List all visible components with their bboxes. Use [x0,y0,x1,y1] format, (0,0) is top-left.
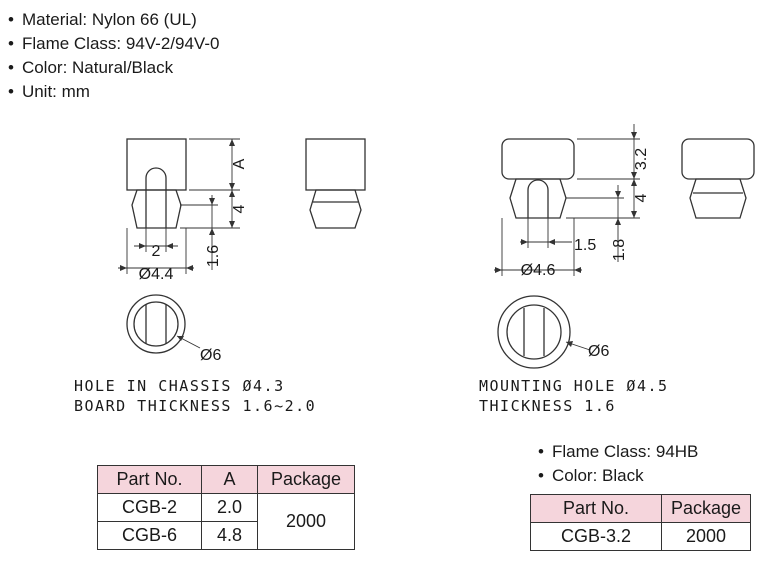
header-part-no: Part No. [97,465,202,494]
right-side-view [681,138,755,219]
table-row: CGB-2 2.0 2000 [97,493,355,550]
spec-color-right: Color: Black [538,464,698,488]
header-package: Package [257,465,355,494]
note-left-line1: HOLE IN CHASSIS Ø4.3 [74,377,285,395]
dim-dia-4-6-label: Ø4.6 [521,262,556,279]
dim-dia-4-4-label: Ø4.4 [139,266,174,283]
dim-dia-6-label-right: Ø6 [588,343,609,360]
cell-part-no: CGB-2 [97,493,202,522]
table-row: CGB-6 4.8 [97,521,355,550]
left-front-view [126,138,187,229]
note-left-line2: BOARD THICKNESS 1.6~2.0 [74,397,317,415]
spec-list-right: Flame Class: 94HB Color: Black [538,440,698,488]
note-right: MOUNTING HOLE Ø4.5 THICKNESS 1.6 [479,376,669,416]
spec-list: Material: Nylon 66 (UL) Flame Class: 94V… [8,8,219,104]
parts-table-left: Part No. A Package CGB-2 2.0 2000 CGB-6 … [97,465,355,550]
dim-1-8-label: 1.8 [611,239,628,261]
dimension-arrowheads [120,132,637,347]
header-package: Package [661,494,751,523]
dim-1-5-label: 1.5 [574,237,596,254]
cell-a: 4.8 [201,521,258,550]
dim-4-label: 4 [231,204,248,213]
spec-material: Material: Nylon 66 (UL) [8,8,219,32]
right-dimension-lines [494,124,640,276]
table-header-row: Part No. Package [530,494,751,523]
left-dimension-lines [118,138,240,274]
cell-package: 2000 [661,522,751,551]
parts-table-right: Part No. Package CGB-3.2 2000 [530,494,751,551]
dim-2-label: 2 [152,243,161,260]
cell-part-no: CGB-6 [97,521,202,550]
note-left: HOLE IN CHASSIS Ø4.3 BOARD THICKNESS 1.6… [74,376,316,416]
spec-flame-class: Flame Class: 94V-2/94V-0 [8,32,219,56]
left-side-view [305,138,366,229]
cell-a: 2.0 [201,493,258,522]
right-front-view [501,138,575,219]
spec-color: Color: Natural/Black [8,56,219,80]
dim-dia-6-label-left: Ø6 [200,347,221,364]
dim-a-label: A [231,158,248,169]
header-a: A [201,465,258,494]
cell-part-no: CGB-3.2 [530,522,662,551]
note-right-line2: THICKNESS 1.6 [479,397,616,415]
right-bottom-view [497,295,591,369]
dim-4-label-right: 4 [633,193,650,202]
spec-flame-class-right: Flame Class: 94HB [538,440,698,464]
dim-1-6-label: 1.6 [205,245,222,267]
table-row: CGB-3.2 2000 [530,522,751,551]
note-right-line1: MOUNTING HOLE Ø4.5 [479,377,669,395]
header-part-no: Part No. [530,494,662,523]
cell-package: 2000 [257,493,355,550]
table-header-row: Part No. A Package [97,465,355,494]
left-bottom-view [126,294,201,354]
dim-3-2-label: 3.2 [633,148,650,170]
spec-unit: Unit: mm [8,80,219,104]
